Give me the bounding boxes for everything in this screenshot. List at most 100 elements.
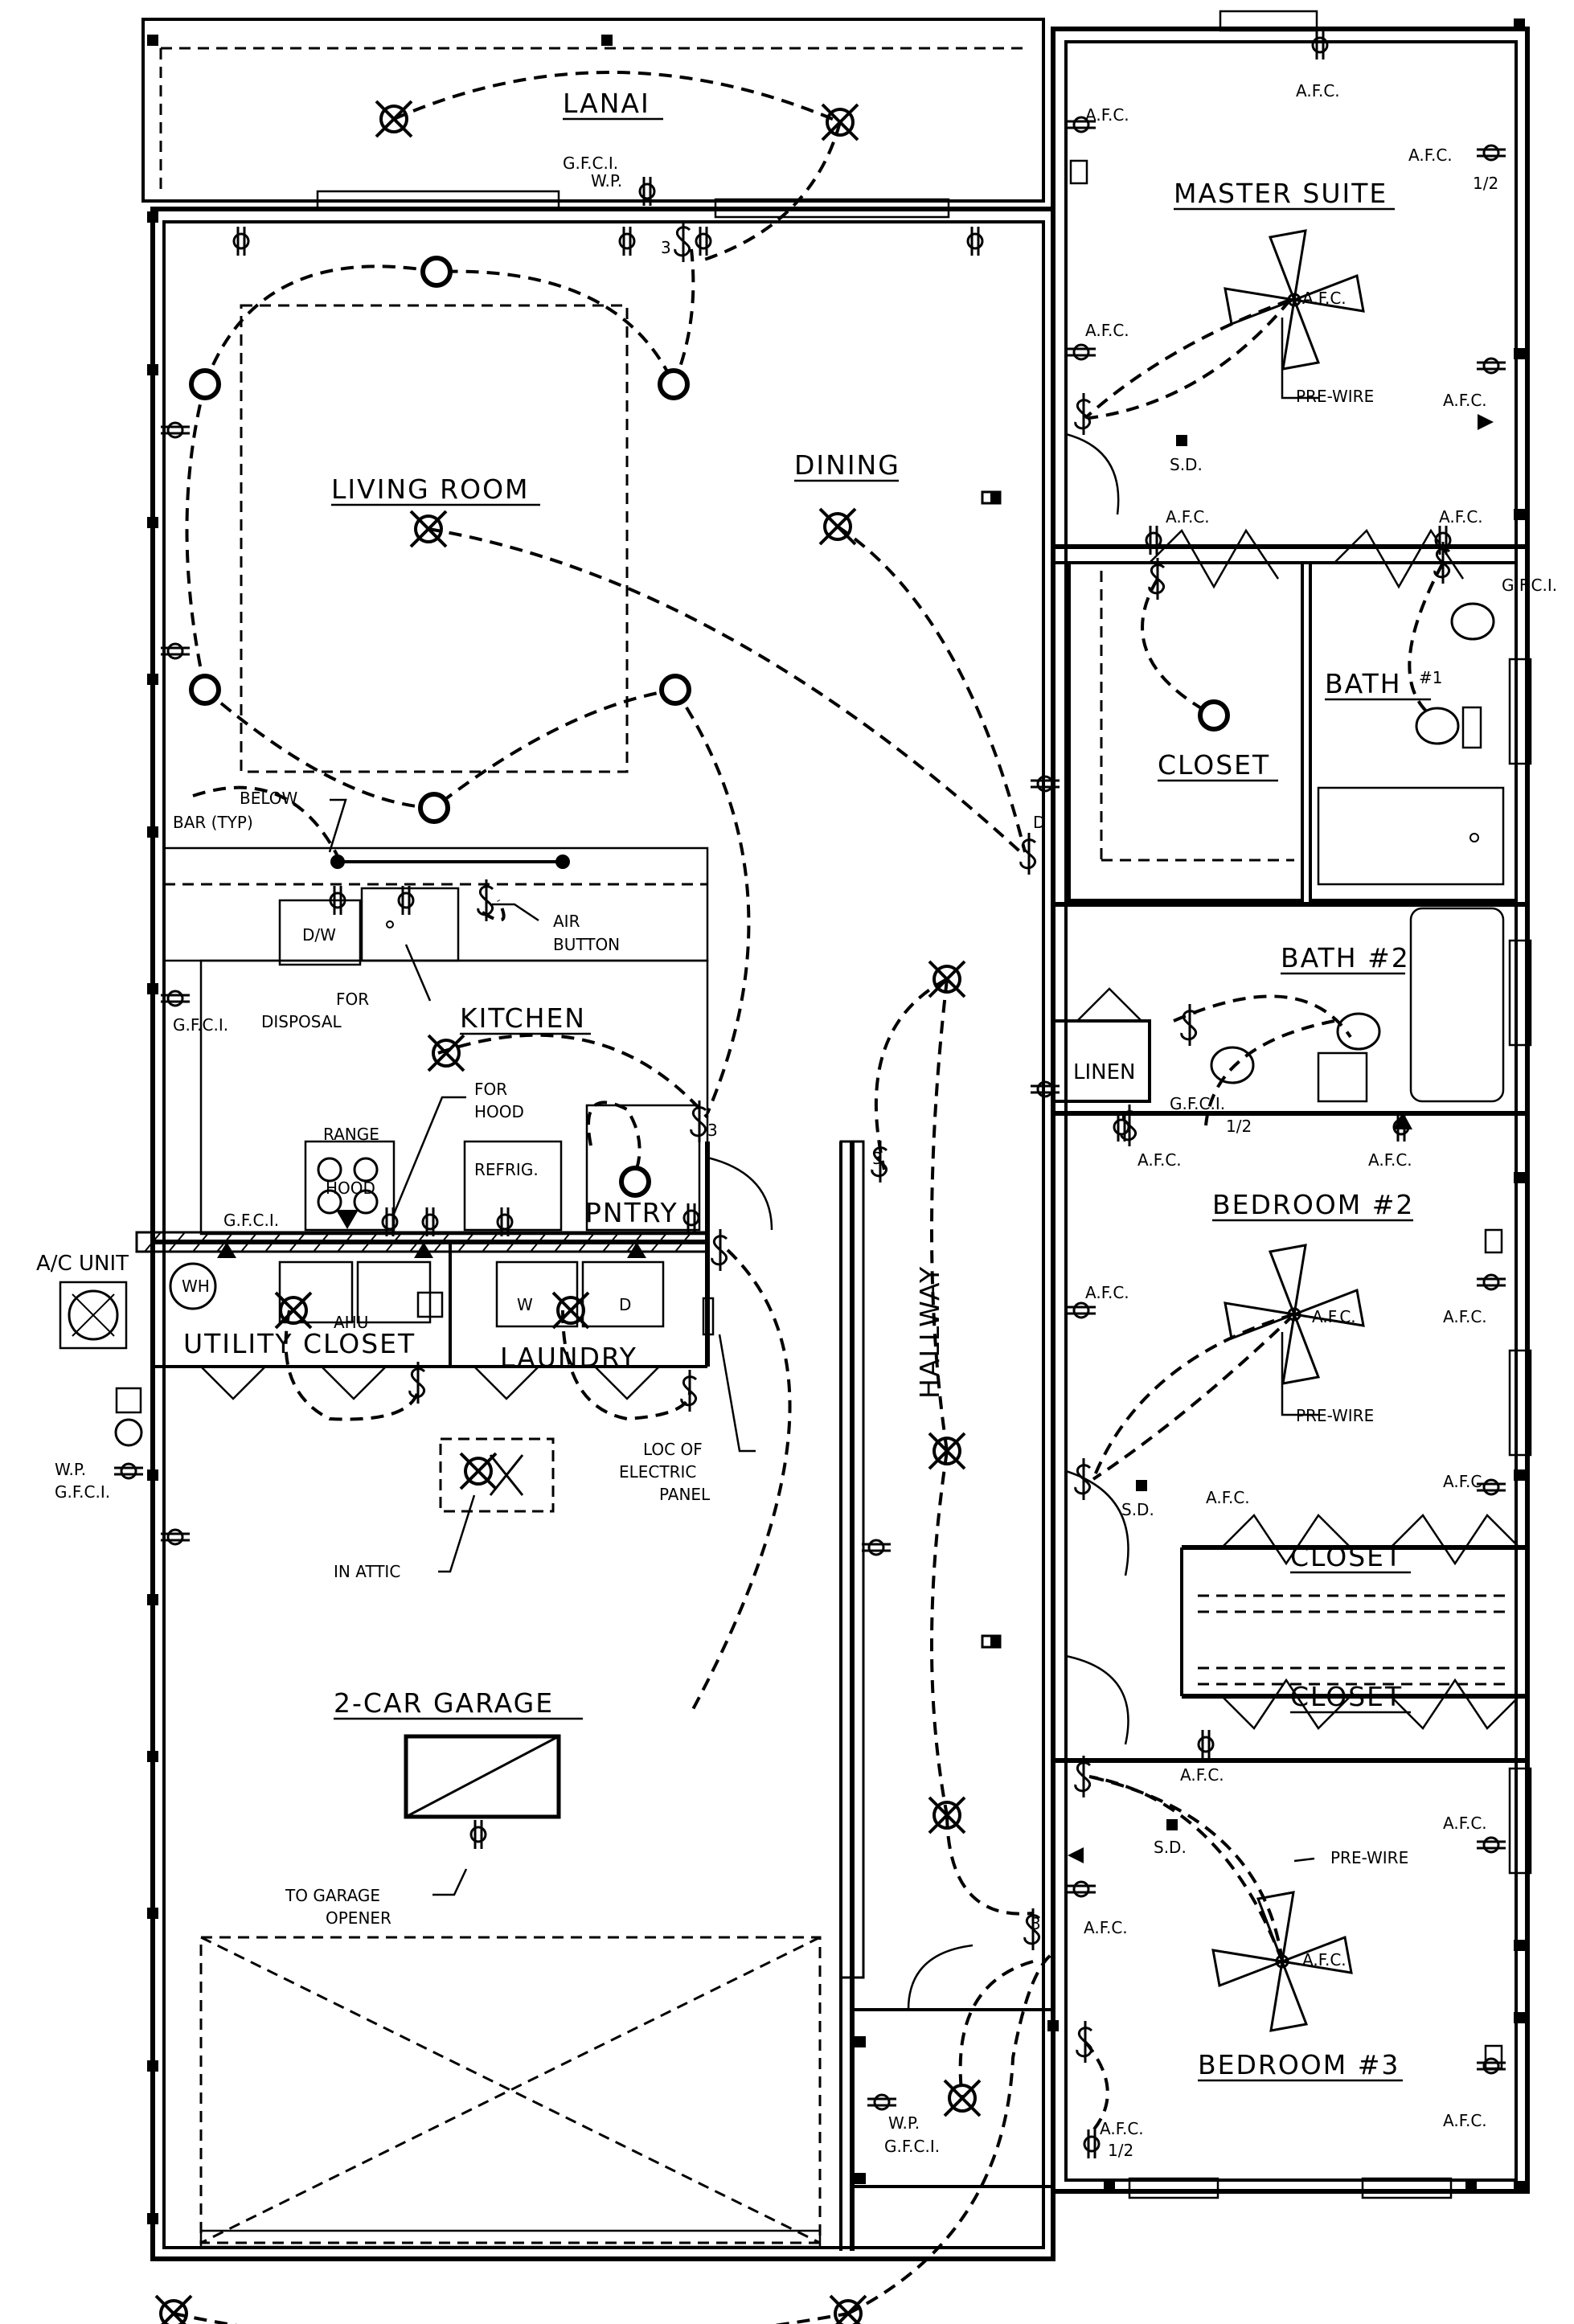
living-recessed-light xyxy=(423,258,450,285)
wiring xyxy=(173,71,1445,2324)
room-utility-closet: UTILITY CLOSET xyxy=(183,1328,416,1359)
note-sd: S.D. xyxy=(1170,455,1203,474)
room-linen: LINEN xyxy=(1073,1060,1135,1084)
leaders xyxy=(328,318,1318,1896)
note-afc: A.F.C. xyxy=(1296,81,1340,100)
note-prewire: PRE-WIRE xyxy=(1296,1406,1374,1425)
note-half: 1/2 xyxy=(1226,1117,1252,1136)
room-closet-master: CLOSET xyxy=(1158,749,1270,781)
pantry-light xyxy=(621,1168,649,1195)
garage-front-light xyxy=(154,2294,193,2324)
note-wp-entry: W.P. xyxy=(888,2113,920,2133)
note-afc: A.F.C. xyxy=(1085,105,1129,125)
room-hallway: HALLWAY xyxy=(914,1265,945,1399)
hallway-light xyxy=(928,1432,966,1470)
light-fixtures xyxy=(154,100,1228,2324)
lanai-light-right xyxy=(821,103,859,141)
note-half: 1/2 xyxy=(1473,174,1498,193)
note-afc: A.F.C. xyxy=(1443,1814,1487,1833)
note-afc: A.F.C. xyxy=(1206,1488,1250,1507)
note-gfci-entry: G.F.C.I. xyxy=(884,2137,940,2156)
note-garage-opener-1: TO GARAGE xyxy=(285,1886,380,1905)
room-bath1-suffix: #1 xyxy=(1419,668,1442,687)
note-gfci-bath2: G.F.C.I. xyxy=(1170,1094,1225,1113)
note-for-hood-1: FOR xyxy=(474,1080,507,1099)
note-gfci-ac: G.F.C.I. xyxy=(55,1482,110,1502)
note-afc: A.F.C. xyxy=(1085,321,1129,340)
note-afc: A.F.C. xyxy=(1137,1150,1182,1170)
room-living: LIVING ROOM xyxy=(331,473,530,505)
annotation-labels: G.F.C.I. W.P. 3 A.F.C. A.F.C. A.F.C. 1/2… xyxy=(36,81,1557,2160)
room-pantry: PNTRY xyxy=(585,1197,678,1228)
note-three: 3 xyxy=(1031,1914,1041,1933)
note-afc: A.F.C. xyxy=(1443,1307,1487,1326)
note-three: 3 xyxy=(707,1121,718,1140)
note-afc: A.F.C. xyxy=(1084,1918,1128,1937)
note-for-disposal-2: DISPOSAL xyxy=(261,1012,342,1031)
living-recessed-light xyxy=(191,371,219,398)
note-sd: S.D. xyxy=(1154,1838,1187,1857)
living-recessed-light xyxy=(662,676,689,703)
entry-light xyxy=(943,2079,982,2117)
room-closet-bed3: CLOSET xyxy=(1290,1681,1403,1712)
note-d: D xyxy=(1033,813,1045,832)
lanai-light-left xyxy=(375,100,413,138)
note-afc: A.F.C. xyxy=(1302,289,1347,308)
note-afc: A.F.C. xyxy=(1085,1283,1129,1302)
outlets xyxy=(113,29,1507,2160)
garage-front-light xyxy=(829,2294,867,2324)
hallway-light xyxy=(928,960,966,998)
note-for-disposal-1: FOR xyxy=(336,990,369,1009)
note-afc: A.F.C. xyxy=(1408,146,1453,165)
note-below-bar-1: BELOW xyxy=(240,789,298,808)
dining-light xyxy=(818,507,857,546)
note-gfci-counter: G.F.C.I. xyxy=(223,1211,279,1230)
note-half: 1/2 xyxy=(1108,2141,1133,2160)
room-kitchen: KITCHEN xyxy=(460,1002,586,1034)
room-lanai: LANAI xyxy=(563,88,650,119)
note-air-button-2: BUTTON xyxy=(553,935,620,954)
note-panel-1: LOC OF xyxy=(643,1440,703,1459)
note-afc: A.F.C. xyxy=(1443,391,1487,410)
note-in-attic: IN ATTIC xyxy=(334,1562,400,1581)
note-afc: A.F.C. xyxy=(1302,1950,1347,1969)
note-gfci-bath1: G.F.C.I. xyxy=(1502,576,1557,595)
note-wp-lanai: W.P. xyxy=(591,171,622,191)
note-refrig: REFRIG. xyxy=(474,1160,539,1179)
living-recessed-light xyxy=(660,371,687,398)
appliances xyxy=(59,159,1503,2070)
walls xyxy=(135,10,1532,2261)
living-center-light xyxy=(409,510,448,548)
note-hood: HOOD xyxy=(326,1178,375,1198)
note-range: RANGE xyxy=(323,1125,379,1144)
note-afc: A.F.C. xyxy=(1443,1472,1487,1491)
living-recessed-light xyxy=(420,794,448,822)
room-bath1: BATH xyxy=(1325,668,1402,699)
room-laundry: LAUNDRY xyxy=(500,1342,637,1373)
note-ac-unit: A/C UNIT xyxy=(36,1252,129,1276)
note-afc: A.F.C. xyxy=(1443,2111,1487,2130)
note-panel-3: PANEL xyxy=(659,1485,711,1504)
note-afc: A.F.C. xyxy=(1368,1150,1412,1170)
note-prewire: PRE-WIRE xyxy=(1296,387,1374,406)
note-wh: WH xyxy=(182,1277,210,1296)
room-garage: 2-CAR GARAGE xyxy=(334,1687,554,1719)
note-afc: A.F.C. xyxy=(1180,1765,1224,1785)
note-gfci-kitchen: G.F.C.I. xyxy=(173,1015,228,1035)
note-garage-opener-2: OPENER xyxy=(326,1908,391,1928)
note-gfci-lanai: G.F.C.I. xyxy=(563,154,618,173)
room-closet-bed2: CLOSET xyxy=(1290,1541,1403,1572)
room-dining: DINING xyxy=(794,449,900,481)
kitchen-light xyxy=(427,1034,465,1072)
note-three: 3 xyxy=(872,1149,883,1168)
note-wp-ac: W.P. xyxy=(55,1460,86,1479)
switches xyxy=(408,219,1451,2064)
note-afc: A.F.C. xyxy=(1312,1307,1356,1326)
note-ahu: AHU xyxy=(334,1313,368,1332)
note-washer: W xyxy=(517,1295,533,1314)
living-recessed-light xyxy=(191,676,219,703)
note-afc: A.F.C. xyxy=(1100,2119,1144,2138)
note-three: 3 xyxy=(661,238,671,257)
note-dryer: D xyxy=(619,1295,631,1314)
